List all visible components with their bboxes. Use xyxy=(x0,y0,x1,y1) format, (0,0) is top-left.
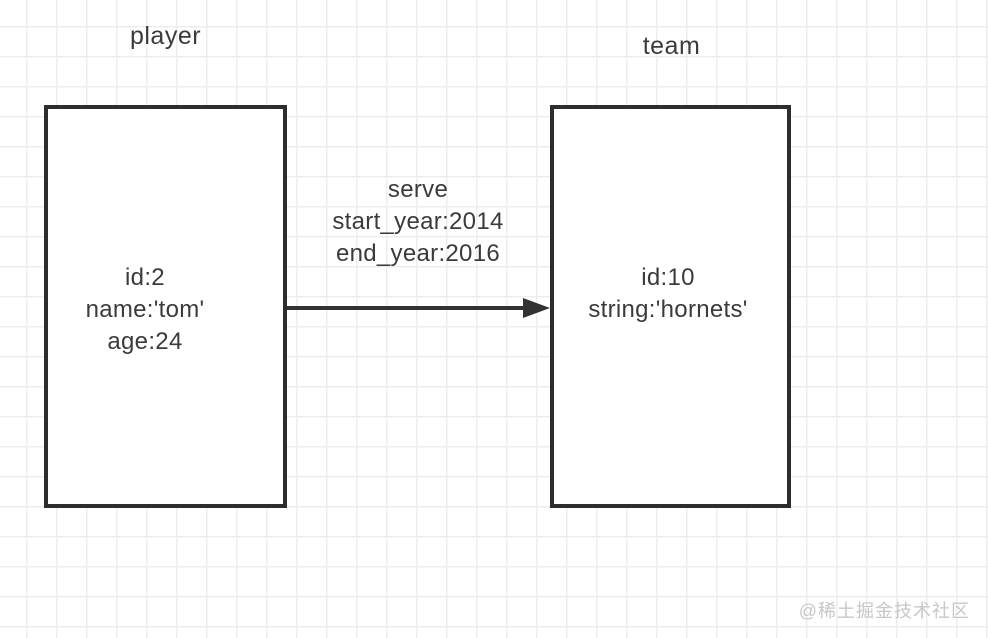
edge-label-start-year: start_year:2014 xyxy=(332,208,504,235)
edge-label-name: serve xyxy=(387,176,449,203)
team-prop-id: id:10 xyxy=(641,264,695,291)
player-prop-id: id:2 xyxy=(125,264,165,291)
player-prop-age: age:24 xyxy=(107,328,183,355)
edge-label: serve start_year:2014 end_year:2016 xyxy=(288,174,548,270)
player-node-properties: id:2 name:'tom' age:24 xyxy=(25,262,265,358)
player-node-title: player xyxy=(129,22,202,50)
team-node-box[interactable] xyxy=(550,105,791,508)
team-prop-string: string:'hornets' xyxy=(588,296,748,323)
player-node-box[interactable] xyxy=(44,105,287,508)
edge-label-end-year: end_year:2016 xyxy=(335,240,501,267)
team-node-properties: id:10 string:'hornets' xyxy=(548,262,788,326)
team-node-title: team xyxy=(642,32,701,60)
arrow-head-icon xyxy=(523,298,550,318)
watermark: @稀土掘金技术社区 xyxy=(798,601,970,621)
player-prop-name: name:'tom' xyxy=(85,296,205,323)
relationship-arrow[interactable] xyxy=(285,288,551,328)
